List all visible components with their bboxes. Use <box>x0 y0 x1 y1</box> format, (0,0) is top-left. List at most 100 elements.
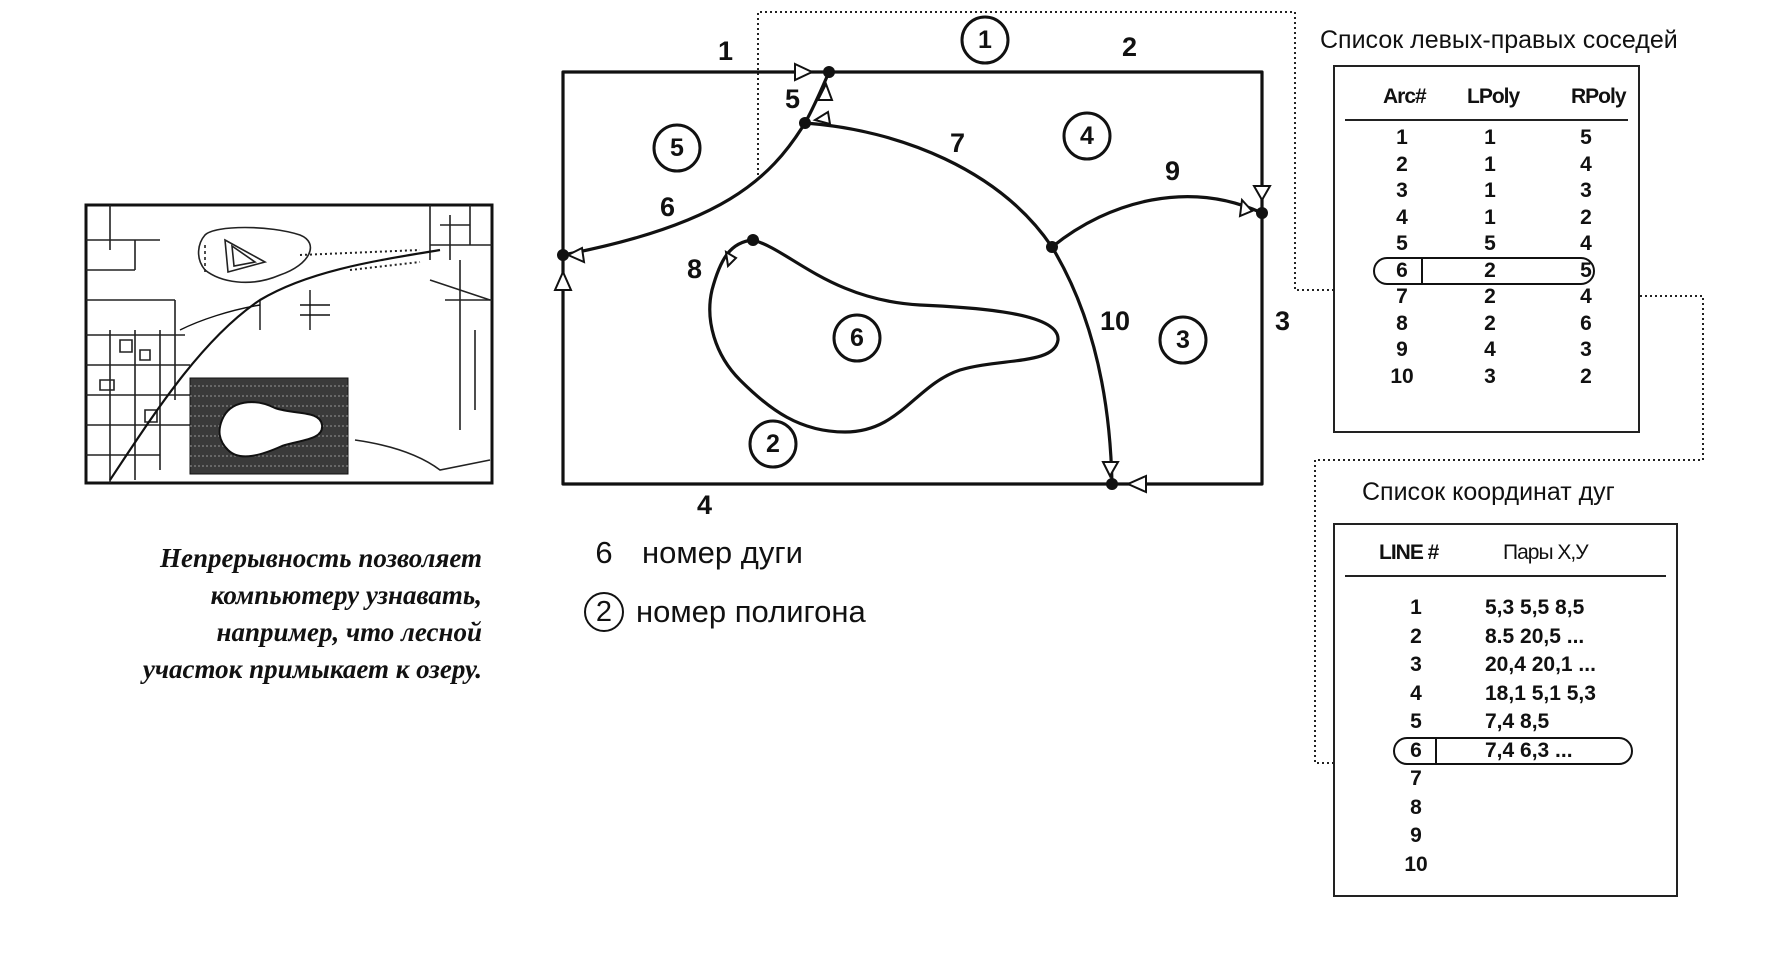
coords-cell-line: 7 <box>1410 767 1422 790</box>
arcs <box>561 70 1264 486</box>
coords-cell-pairs: 20,4 20,1 ... <box>1485 653 1596 676</box>
coords-highlight-divider <box>1435 738 1437 763</box>
neighbors-cell-rpoly: 6 <box>1580 311 1592 335</box>
neighbors-cell-lpoly: 2 <box>1484 285 1496 308</box>
coords-highlight <box>1393 736 1633 765</box>
polygon-3: 3 <box>1158 315 1208 365</box>
connector-line-top <box>757 11 1385 291</box>
coords-cell-pairs: 7,4 6,3 ... <box>1485 738 1573 762</box>
coords-header-line: LINE # <box>1379 541 1439 564</box>
polygon-labels: 1 2 3 4 5 6 <box>652 15 1208 469</box>
arc-3 <box>1110 211 1264 486</box>
neighbors-cell-lpoly: 1 <box>1484 126 1496 149</box>
coords-cell-line: 5 <box>1410 710 1422 733</box>
arc-label-1: 1 <box>718 36 733 66</box>
coords-cell-line: 6 <box>1410 738 1422 762</box>
neighbors-cell-lpoly: 2 <box>1484 258 1496 282</box>
neighbors-cell-rpoly: 4 <box>1580 285 1592 308</box>
neighbors-cell-rpoly: 3 <box>1580 179 1592 202</box>
coords-cell-line: 10 <box>1404 852 1428 876</box>
caption: Непрерывность позволяет компьютеру узнав… <box>20 540 482 688</box>
coords-cell-pairs: 8.5 20,5 ... <box>1485 624 1585 648</box>
neighbors-header-rule <box>1345 119 1628 121</box>
neighbors-cell-arc: 2 <box>1396 152 1408 176</box>
polygon-1: 1 <box>960 15 1010 65</box>
neighbors-cell-rpoly: 4 <box>1580 152 1592 176</box>
map-thumbnail <box>84 203 494 485</box>
neighbors-cell-lpoly: 1 <box>1484 152 1496 176</box>
direction-arrows <box>553 62 1272 494</box>
legend-polygon-text: номер полигона <box>636 594 866 629</box>
caption-line: участок примыкает к озеру. <box>142 654 482 684</box>
polygon-5: 5 <box>652 123 702 173</box>
arc-label-2: 2 <box>1122 32 1137 62</box>
neighbors-cell-arc: 9 <box>1396 338 1408 361</box>
arc-2 <box>827 70 1264 215</box>
arc-label-4: 4 <box>697 490 712 520</box>
coords-cell-line: 9 <box>1410 824 1422 847</box>
coords-cell-pairs: 18,1 5,1 5,3 <box>1485 681 1596 705</box>
arc-10 <box>1050 245 1114 486</box>
neighbors-cell-rpoly: 2 <box>1580 205 1592 229</box>
connector-line-mid <box>1314 295 1704 764</box>
neighbors-cell-lpoly: 4 <box>1484 338 1496 361</box>
arc-9 <box>1050 195 1264 249</box>
neighbors-header-rpoly: RPoly <box>1571 85 1627 108</box>
polygon-label-3: 3 <box>1176 326 1190 354</box>
arc-label-8: 8 <box>687 254 702 284</box>
neighbors-cell-rpoly: 5 <box>1580 126 1592 149</box>
caption-line: например, что лесной <box>216 617 482 647</box>
neighbors-cell-arc: 1 <box>1396 126 1408 149</box>
polygon-4: 4 <box>1062 111 1112 161</box>
polygon-label-6: 6 <box>850 324 864 352</box>
arc-7 <box>803 121 1054 249</box>
coords-cell-line: 1 <box>1410 596 1422 619</box>
coords-cell-pairs: 7,4 8,5 <box>1485 710 1550 733</box>
neighbors-cell-arc: 3 <box>1396 179 1408 202</box>
arc-label-9: 9 <box>1165 156 1180 186</box>
neighbors-table-title: Список левых-правых соседей <box>1320 26 1678 54</box>
polygon-label-4: 4 <box>1080 122 1094 150</box>
neighbors-header-arc: Arc# <box>1383 85 1427 108</box>
coords-cell-line: 8 <box>1410 795 1422 819</box>
neighbors-cell-lpoly: 2 <box>1484 311 1496 335</box>
neighbors-cell-arc: 7 <box>1396 285 1408 308</box>
polygon-label-2: 2 <box>766 430 780 458</box>
neighbors-cell-arc: 5 <box>1396 232 1408 255</box>
neighbors-cell-arc: 6 <box>1396 258 1408 282</box>
coords-header-rule <box>1345 575 1666 577</box>
neighbors-cell-rpoly: 4 <box>1580 232 1592 255</box>
nodes <box>557 66 1268 490</box>
neighbors-cell-rpoly: 2 <box>1580 364 1592 388</box>
neighbors-cell-lpoly: 1 <box>1484 179 1496 202</box>
arc-label-6: 6 <box>660 192 675 222</box>
neighbors-cell-rpoly: 3 <box>1580 338 1592 361</box>
polygon-label-5: 5 <box>670 134 684 162</box>
neighbors-cell-lpoly: 1 <box>1484 205 1496 229</box>
neighbors-cell-arc: 8 <box>1396 311 1408 335</box>
coords-cell-line: 2 <box>1410 624 1422 648</box>
neighbors-cell-rpoly: 5 <box>1580 258 1592 282</box>
legend-arc: 6 номер дуги <box>580 535 803 571</box>
caption-line: Непрерывность позволяет <box>160 543 482 573</box>
caption-line: компьютеру узнавать, <box>210 580 482 610</box>
arc-8 <box>708 238 1060 434</box>
arc-label-5: 5 <box>785 84 800 114</box>
arc-6 <box>561 121 807 257</box>
legend-arc-sample: 6 <box>595 535 613 570</box>
arc-labels: 1 2 3 4 5 6 7 8 9 10 <box>660 32 1290 520</box>
coords-cell-line: 3 <box>1410 653 1422 676</box>
coords-cell-pairs: 5,3 5,5 8,5 <box>1485 596 1585 619</box>
coords-cell-line: 4 <box>1410 681 1422 705</box>
arc-label-10: 10 <box>1100 306 1130 336</box>
polygon-6: 6 <box>832 313 882 363</box>
arc-1 <box>561 70 831 257</box>
polygon-2: 2 <box>748 419 798 469</box>
legend-polygon: 2 номер полигона <box>580 592 866 632</box>
coords-table-title: Список координат дуг <box>1362 478 1615 506</box>
neighbors-cell-lpoly: 5 <box>1484 232 1496 255</box>
legend-polygon-sample: 2 <box>584 592 624 632</box>
